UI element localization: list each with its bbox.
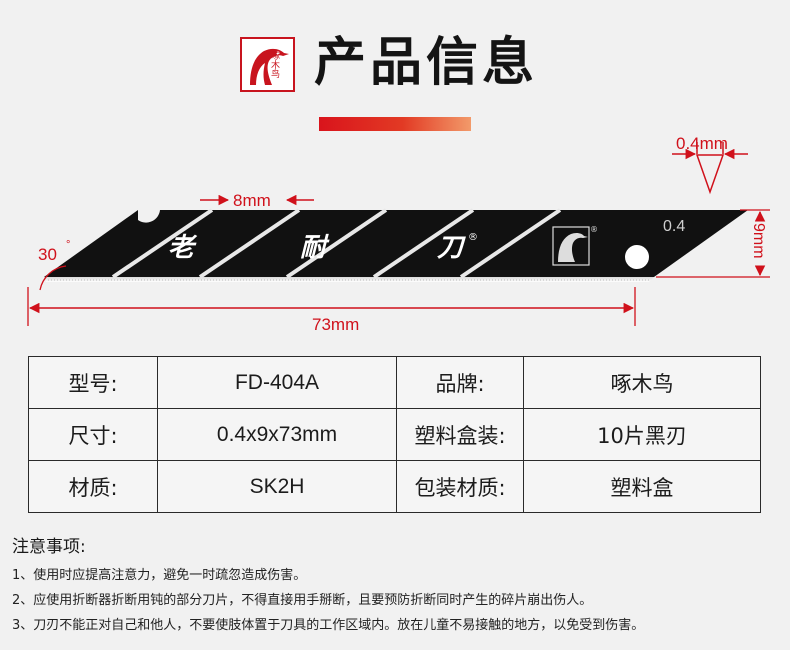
blade-char-2: 耐	[300, 233, 330, 263]
angle-unit: °	[66, 239, 70, 251]
brand-logo: 啄木鸟	[240, 37, 295, 92]
width-dimension: 9mm	[656, 209, 770, 278]
note-item: 3、刀刃不能正对自己和他人，不要使肢体置于刀具的工作区域内。放在儿童不易接触的地…	[12, 618, 645, 633]
table-row: 尺寸: 0.4x9x73mm 塑料盒装: 10片黑刃	[28, 408, 761, 461]
table-row: 材质: SK2H 包装材质: 塑料盒	[28, 460, 761, 513]
blade-char-1: 老	[168, 233, 198, 263]
material-value: SK2H	[157, 460, 397, 513]
length-label: 73mm	[312, 315, 359, 334]
blade-registered-mark: ®	[468, 232, 478, 243]
material-label: 材质:	[28, 460, 158, 513]
size-label: 尺寸:	[28, 408, 158, 461]
model-value: FD-404A	[157, 356, 397, 409]
blade: 老 耐 刀 ® ® 0.4	[44, 208, 748, 282]
table-row: 型号: FD-404A 品牌: 啄木鸟	[28, 356, 761, 409]
header: 啄木鸟 产品信息	[0, 0, 790, 140]
package-label: 塑料盒装:	[396, 408, 524, 461]
segment-dimension: 8mm	[200, 191, 314, 210]
model-label: 型号:	[28, 356, 158, 409]
thickness-dimension: 0.4mm	[672, 134, 748, 195]
length-dimension: 73mm	[27, 287, 636, 334]
note-item: 2、应使用折断器折断用钝的部分刀片，不得直接用手掰断，且要预防折断同时产生的碎片…	[12, 593, 593, 608]
thickness-label: 0.4mm	[676, 134, 728, 153]
page-title: 产品信息	[314, 33, 539, 93]
title-underline	[319, 117, 471, 131]
size-value: 0.4x9x73mm	[157, 408, 397, 461]
brand-value: 啄木鸟	[523, 356, 761, 409]
blade-logo-icon	[552, 226, 590, 266]
segment-label: 8mm	[233, 191, 271, 210]
angle-dimension: 30 °	[38, 239, 70, 291]
package-material-value: 塑料盒	[523, 460, 761, 513]
woodpecker-icon	[250, 48, 289, 85]
blade-logo-registered: ®	[590, 225, 598, 234]
blade-char-3: 刀	[437, 233, 466, 263]
package-value: 10片黑刃	[523, 408, 761, 461]
brand-label: 品牌:	[396, 356, 524, 409]
angle-label: 30	[38, 245, 57, 264]
note-item: 1、使用时应提高注意力，避免一时疏忽造成伤害。	[12, 568, 307, 583]
width-label: 9mm	[750, 223, 767, 259]
notes-section: 注意事项: 1、使用时应提高注意力，避免一时疏忽造成伤害。 2、应使用折断器折断…	[12, 532, 787, 638]
spec-table: 型号: FD-404A 品牌: 啄木鸟 尺寸: 0.4x9x73mm 塑料盒装:…	[28, 356, 761, 513]
brand-logo-text: 啄木鸟	[269, 51, 279, 78]
blade-thickness-text: 0.4	[663, 218, 685, 235]
package-material-label: 包装材质:	[396, 460, 524, 513]
notes-title: 注意事项:	[12, 537, 86, 557]
blade-diagram: 0.4mm 老 耐 刀 ® ® 0.4 8mm 30 °	[27, 134, 770, 334]
